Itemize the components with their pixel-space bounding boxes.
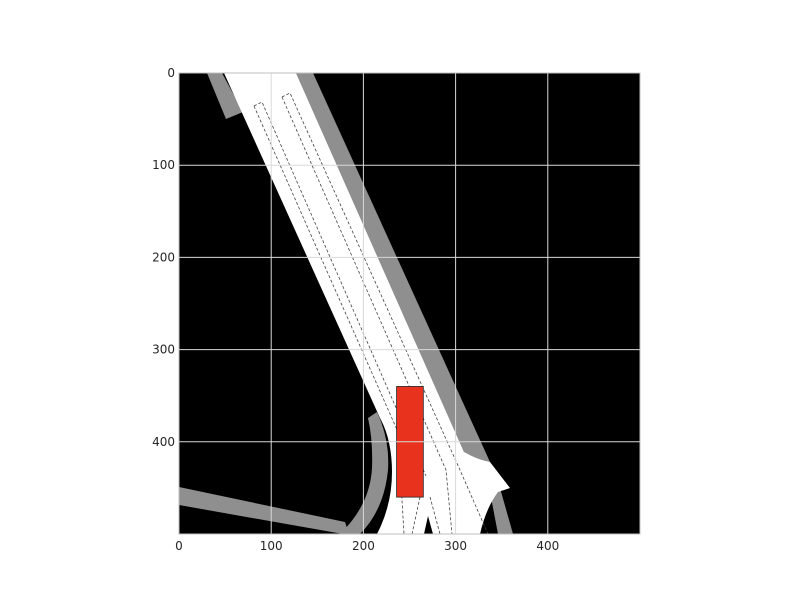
road-edge-bottom-left	[179, 487, 349, 534]
y-tick-label: 200	[152, 250, 175, 264]
plot-frame	[178, 72, 641, 535]
x-tick-label: 300	[444, 539, 467, 553]
x-tick-label: 400	[536, 539, 559, 553]
x-tick-label: 200	[352, 539, 375, 553]
x-tick-label: 0	[175, 539, 183, 553]
grid	[179, 73, 640, 534]
lane-line-4	[281, 96, 453, 534]
road-surface	[224, 73, 510, 534]
road-edge-lower-right	[490, 488, 513, 534]
lane-line-3	[281, 92, 489, 534]
y-tick-label: 0	[167, 66, 175, 80]
road-edge-upper-left	[207, 73, 243, 119]
x-tick-label: 100	[260, 539, 283, 553]
lane-line-1	[253, 101, 427, 477]
lane-line-5	[411, 496, 421, 534]
y-tick-label: 400	[152, 435, 175, 449]
y-tick-label: 300	[152, 343, 175, 357]
map-canvas	[179, 73, 640, 534]
lane-line-6	[429, 496, 441, 534]
y-axis-ticks: 0 100 200 300 400	[152, 66, 175, 449]
y-tick-label: 100	[152, 158, 175, 172]
x-axis-ticks: 0 100 200 300 400	[175, 539, 559, 553]
road-edge-right-shoulder	[296, 73, 490, 463]
road-edge-curve-left	[340, 412, 389, 534]
